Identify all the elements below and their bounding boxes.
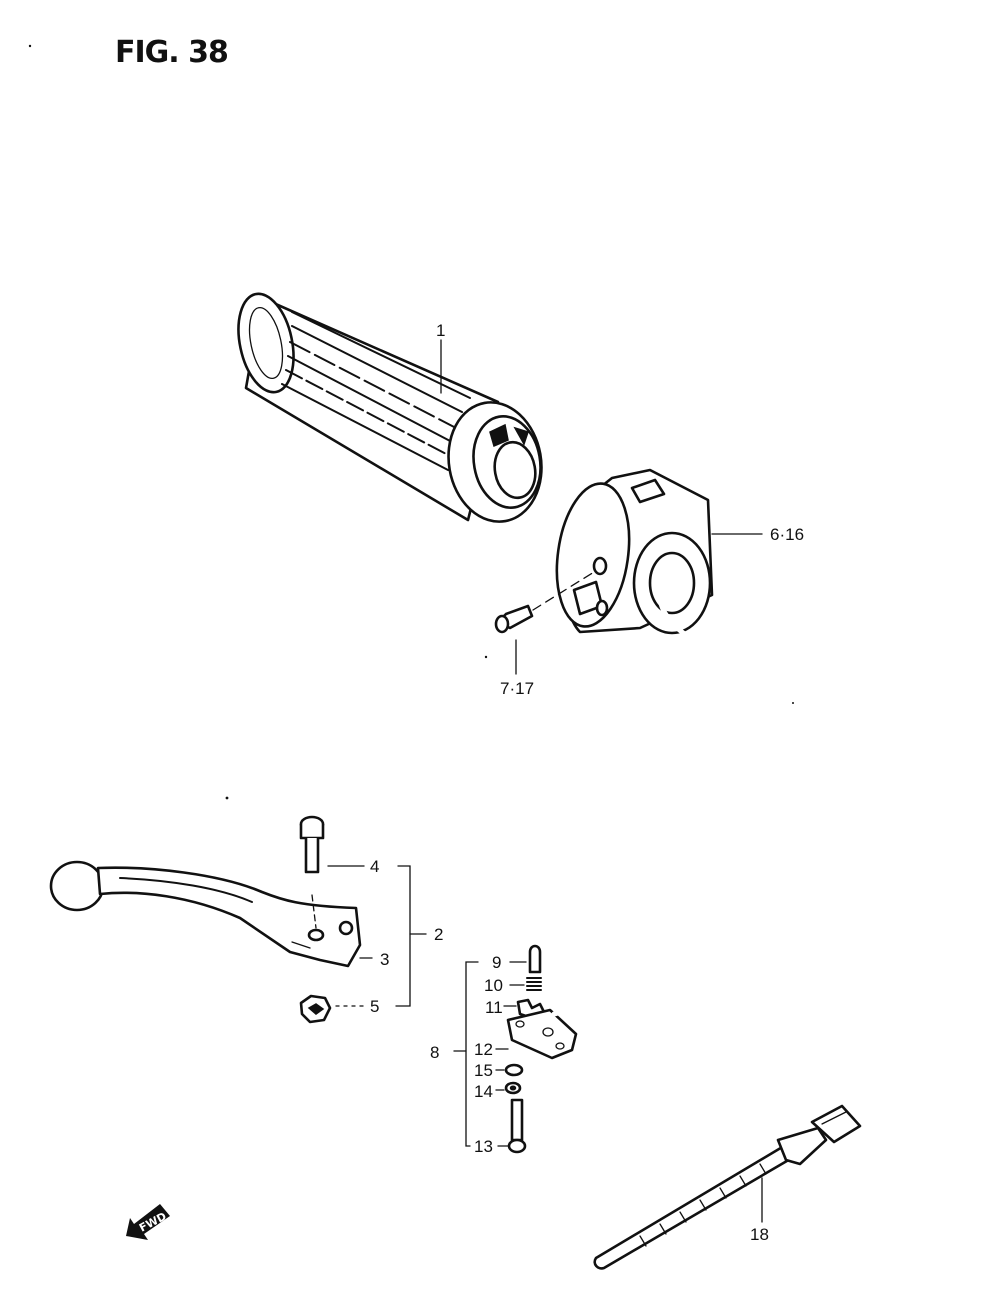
callout-12: 12 — [474, 1040, 493, 1059]
callout-14: 14 — [474, 1082, 493, 1101]
callout-2: 2 — [434, 925, 443, 944]
brake-lever — [49, 860, 362, 968]
cable-tie — [593, 1104, 862, 1270]
arrow-left-down-icon: FWD — [126, 1204, 170, 1240]
callout-4: 4 — [370, 857, 379, 876]
callout-13: 13 — [474, 1137, 493, 1156]
stop-switch-assembly — [504, 944, 635, 1154]
callout-3: 3 — [380, 950, 389, 969]
lever-pivot-nut — [299, 994, 332, 1024]
callout-5: 5 — [370, 997, 379, 1016]
figure-title: FIG. 38 — [115, 35, 228, 70]
callout-11: 11 — [485, 998, 503, 1017]
callout-8: 8 — [430, 1043, 439, 1062]
callout-15: 15 — [474, 1061, 493, 1080]
lever-pivot-bolt — [299, 815, 325, 874]
callout-10: 10 — [484, 976, 503, 995]
switch-box — [555, 468, 714, 651]
switch-box-screw — [494, 571, 595, 634]
handlebar-grip — [237, 292, 543, 523]
bracket-8 — [465, 961, 479, 1147]
bracket-2 — [395, 865, 411, 1007]
callout-1: 1 — [436, 321, 445, 340]
callout-9: 9 — [492, 953, 501, 972]
callout-18: 18 — [750, 1225, 769, 1244]
callout-7-17: 7·17 — [500, 679, 534, 698]
callout-6-16: 6·16 — [770, 525, 804, 544]
